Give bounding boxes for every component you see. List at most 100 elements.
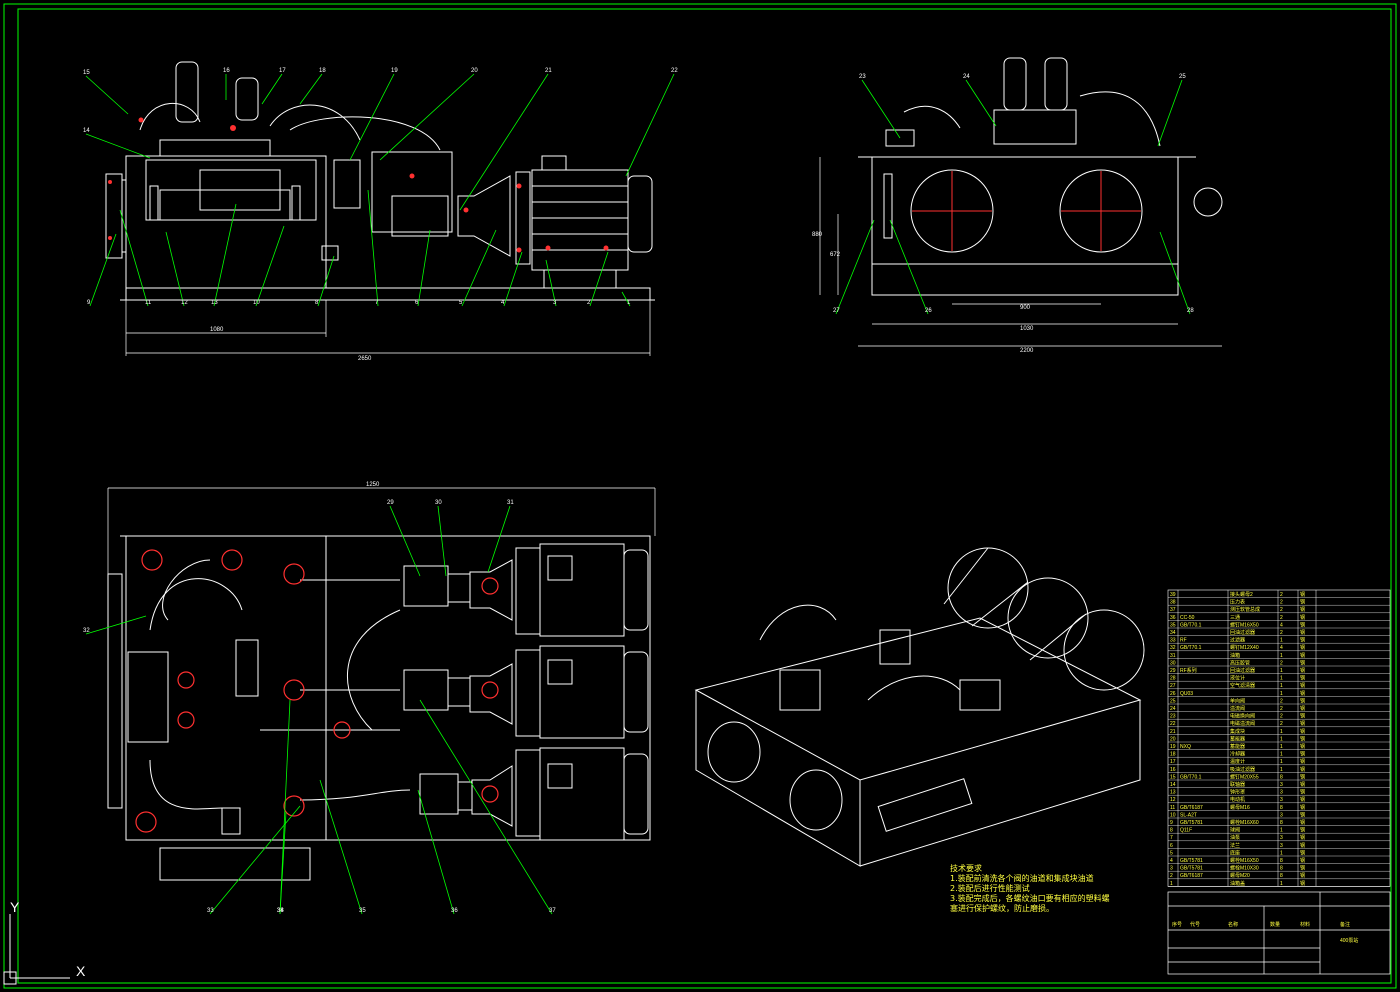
- table-cell: 14: [1170, 782, 1176, 788]
- table-cell: 38: [1170, 600, 1176, 606]
- table-cell: 22: [1170, 721, 1176, 727]
- callout-label: 25: [1179, 74, 1186, 80]
- table-cell: 螺栓M10X30: [1230, 865, 1259, 872]
- plan-view-red-ports: [135, 549, 499, 833]
- table-cell: Q11F: [1180, 828, 1192, 834]
- plan-view[interactable]: [107, 535, 651, 881]
- table-cell: 钢: [1300, 713, 1305, 720]
- table-cell: QU03: [1180, 691, 1193, 697]
- callout-label: 21: [545, 68, 552, 74]
- notes-line: 塞进行保护螺纹，防止磨损。: [950, 904, 1054, 913]
- table-cell: 螺栓M16X50: [1230, 857, 1259, 864]
- table-cell: 钢: [1300, 773, 1305, 780]
- title-block-header-cells: 序号代号名称数量材料备注: [1172, 921, 1350, 928]
- table-cell: 钢: [1300, 811, 1305, 818]
- callout-label: 30: [435, 500, 442, 506]
- side-view[interactable]: [858, 57, 1223, 296]
- table-cell: 9: [1170, 820, 1173, 826]
- table-cell: NXQ: [1180, 744, 1191, 750]
- table-cell: 钢: [1300, 621, 1305, 628]
- table-cell: 27: [1170, 683, 1176, 689]
- table-cell: 2: [1280, 592, 1283, 598]
- callout-label: 23: [859, 74, 866, 80]
- table-cell: 1: [1170, 881, 1173, 887]
- table-cell: 钢: [1300, 591, 1305, 598]
- table-cell: GB/T5781: [1180, 820, 1203, 826]
- isometric-view[interactable]: [694, 547, 1145, 867]
- table-cell: 35: [1170, 622, 1176, 628]
- callout-label: 36: [451, 908, 458, 914]
- dim-front-inner: 1080: [210, 327, 224, 333]
- table-cell: GB/T5781: [1180, 858, 1203, 864]
- table-cell: 31: [1170, 653, 1176, 659]
- table-cell: 39: [1170, 592, 1176, 598]
- table-cell: 三通: [1230, 614, 1240, 621]
- notes-line: 3.装配完成后，各螺纹油口要有相应的塑料螺: [950, 894, 1110, 903]
- table-cell: 10: [1170, 812, 1176, 818]
- table-cell: 6: [1170, 843, 1173, 849]
- table-cell: 1: [1280, 881, 1283, 887]
- table-cell: 钢: [1300, 804, 1305, 811]
- technical-notes: 技术要求 1.装配前清洗各个阀的油道和集成块油道 2.装配后进行性能测试 3.装…: [950, 864, 1170, 914]
- table-cell: 法兰: [1230, 842, 1240, 849]
- table-cell: 蓄能器: [1230, 735, 1245, 742]
- callout-label: 27: [833, 308, 840, 314]
- table-cell: 钢: [1300, 637, 1305, 644]
- callout-label: 14: [83, 128, 90, 134]
- table-cell: 钢: [1300, 751, 1305, 758]
- table-cell: 1: [1280, 744, 1283, 750]
- table-cell: 钢: [1300, 614, 1305, 621]
- callout-label: 19: [391, 68, 398, 74]
- table-cell: 过滤器: [1230, 637, 1245, 644]
- table-cell: 蓄能器: [1230, 743, 1245, 750]
- table-cell: 钢: [1300, 675, 1305, 682]
- callout-label: 7: [375, 300, 379, 306]
- table-cell: 钢: [1300, 599, 1305, 606]
- table-cell: 电磁溢流阀: [1230, 720, 1255, 727]
- table-cell: GB/T5781: [1180, 866, 1203, 872]
- table-cell: 1: [1280, 691, 1283, 697]
- callout-label: 18: [319, 68, 326, 74]
- table-cell: 压力表: [1230, 599, 1245, 606]
- table-cell: 2: [1280, 630, 1283, 636]
- callout-label: 15: [83, 70, 90, 76]
- table-cell: 钢: [1300, 606, 1305, 613]
- table-cell: 钢: [1300, 834, 1305, 841]
- title-block-header-cell: 材料: [1300, 921, 1310, 928]
- callout-label: 10: [253, 300, 260, 306]
- table-cell: 底座: [1230, 849, 1240, 856]
- table-cell: 36: [1170, 615, 1176, 621]
- table-cell: 1: [1280, 828, 1283, 834]
- table-cell: 1: [1280, 729, 1283, 735]
- title-block[interactable]: [1167, 891, 1391, 975]
- table-cell: 13: [1170, 790, 1176, 796]
- table-cell: 1: [1280, 668, 1283, 674]
- table-cell: 钢: [1300, 629, 1305, 636]
- table-cell: 2: [1280, 615, 1283, 621]
- front-view[interactable]: [105, 61, 655, 301]
- dim-side-bottom-inner: 900: [1020, 305, 1031, 311]
- table-cell: 钢: [1300, 880, 1305, 887]
- callout-label: 29: [387, 500, 394, 506]
